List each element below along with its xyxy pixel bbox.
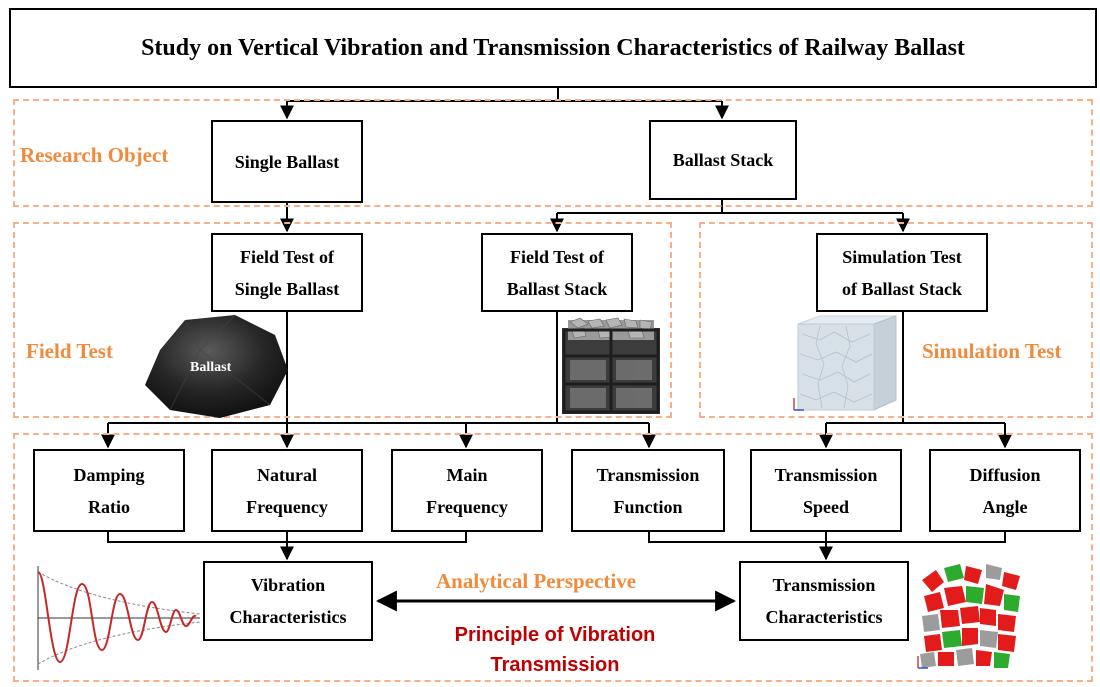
box-damping-ratio: Damping Ratio — [33, 449, 185, 532]
box-simulation-test-stack: Simulation Test of Ballast Stack — [816, 233, 988, 312]
box-field-test-stack: Field Test of Ballast Stack — [481, 233, 633, 312]
box-ballast-stack: Ballast Stack — [649, 120, 797, 200]
box-field-test-single: Field Test of Single Ballast — [211, 233, 363, 312]
box-single-ballast: Single Ballast — [211, 120, 363, 203]
title-connector — [287, 88, 722, 102]
simulation-cube-image — [793, 315, 897, 411]
label-simulation-test: Simulation Test — [922, 339, 1062, 363]
box-transmission-characteristics: Transmission Characteristics — [739, 561, 909, 641]
particle-cluster-image — [917, 564, 1020, 669]
page-title: Study on Vertical Vibration and Transmis… — [9, 8, 1097, 88]
ballast-crate-image — [562, 317, 660, 414]
box-vibration-characteristics: Vibration Characteristics — [203, 561, 373, 641]
ballast-photo-label: Ballast — [190, 360, 232, 375]
principle-label: Principle of Vibration Transmission — [454, 624, 656, 676]
box-natural-frequency: Natural Frequency — [211, 449, 363, 532]
field-test-frame — [13, 222, 672, 418]
analytical-perspective-label: Analytical Perspective — [436, 569, 637, 593]
simulation-test-frame — [699, 222, 1093, 418]
box-diffusion-angle: Diffusion Angle — [929, 449, 1081, 532]
label-field-test: Field Test — [26, 339, 113, 363]
ballast-rock-image — [145, 314, 288, 418]
box-transmission-function: Transmission Function — [571, 449, 725, 532]
research-object-frame — [13, 99, 1093, 207]
analysis-frame — [13, 433, 1093, 682]
box-transmission-speed: Transmission Speed — [750, 449, 902, 532]
label-research-object: Research Object — [20, 143, 169, 167]
box-main-frequency: Main Frequency — [391, 449, 543, 532]
damped-vibration-plot — [37, 566, 201, 670]
